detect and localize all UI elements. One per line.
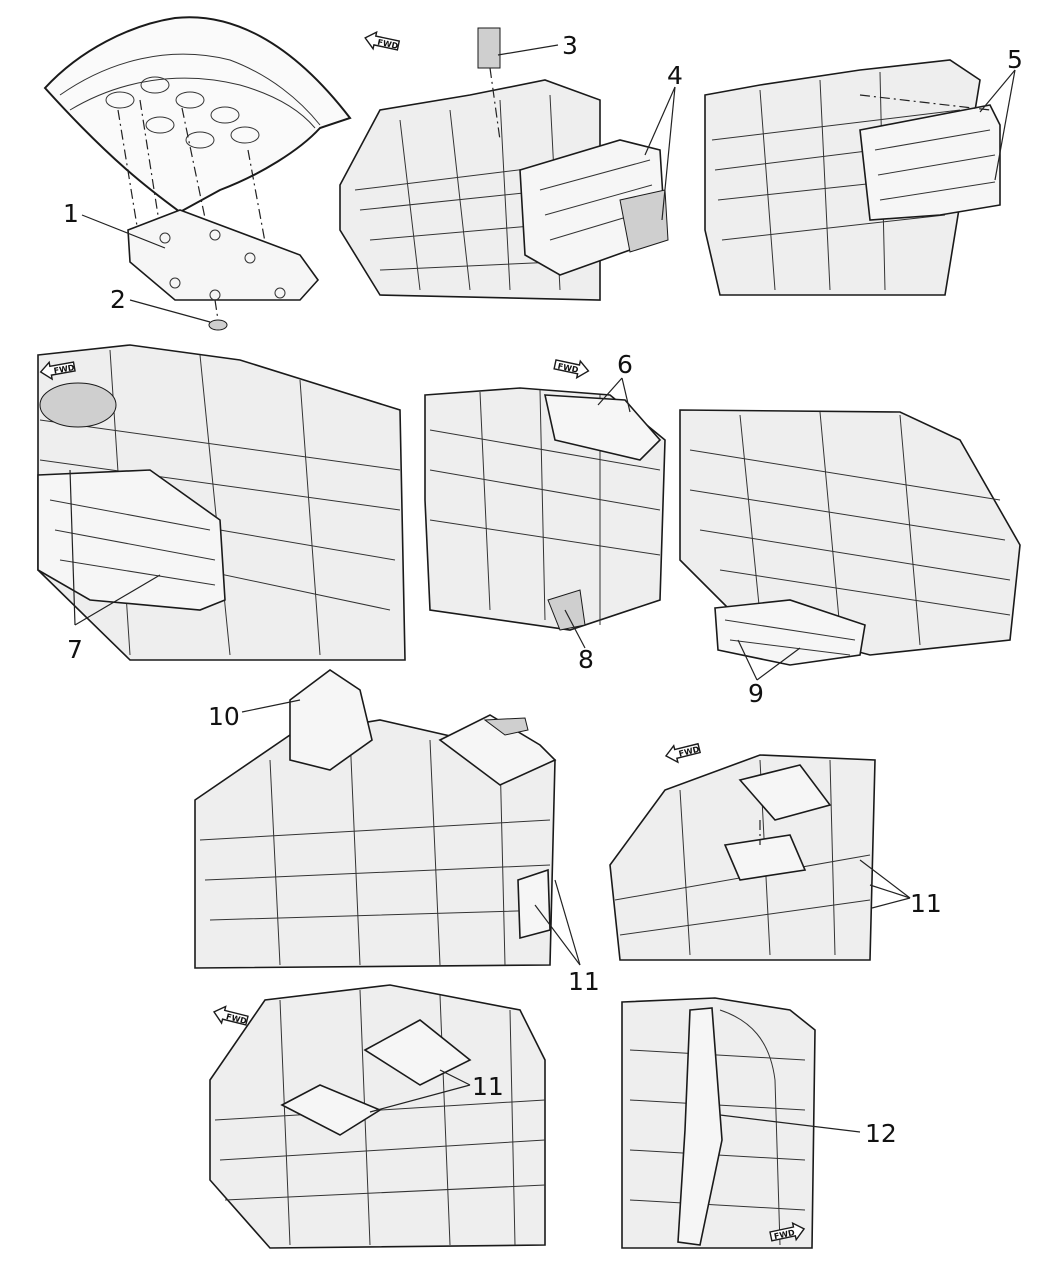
- callout-9: 9: [748, 679, 764, 708]
- floor-silencer-rear: [723, 834, 807, 881]
- silencer-lower: [547, 589, 586, 631]
- b-pillar-panel: [621, 997, 816, 1249]
- callout-3: 3: [562, 31, 578, 60]
- callout-6: 6: [617, 350, 633, 379]
- callout-2: 2: [110, 285, 126, 314]
- floor-pan-panel: [609, 754, 876, 961]
- callout-8: 8: [578, 645, 594, 674]
- fwd-arrow-4: FWD: [664, 742, 702, 764]
- callout-labels: 1 2 3 4 5 6 7 8 9 10 11 11 11 12: [63, 31, 1023, 1148]
- fwd-arrow-6: FWD: [769, 1221, 806, 1242]
- svg-text:FWD: FWD: [557, 362, 580, 375]
- rear-floor-panel: [194, 669, 557, 969]
- underbody-panel: [679, 409, 1021, 666]
- dash-panel-right: [704, 59, 1001, 296]
- b-pillar-silencer: [677, 1007, 723, 1246]
- callout-12: 12: [865, 1119, 897, 1148]
- floor-insulator: [714, 599, 866, 666]
- svg-text:FWD: FWD: [678, 745, 701, 759]
- fwd-arrow-1: FWD: [364, 30, 401, 51]
- rear-floor-silencer-b: [280, 1084, 382, 1136]
- callout-11-floor-pan: 11: [910, 889, 942, 918]
- dash-silencer-panel: [339, 27, 669, 301]
- callout-7: 7: [67, 635, 83, 664]
- callout-11-rear-compartment: 11: [472, 1072, 504, 1101]
- callout-10: 10: [208, 702, 240, 731]
- fwd-arrow-5: FWD: [212, 1005, 249, 1026]
- callout-1: 1: [63, 199, 79, 228]
- rear-shelf-silencer: [438, 714, 557, 786]
- floor-silencer-front: [738, 764, 832, 821]
- fwd-arrow-2: FWD: [39, 360, 76, 381]
- floor-tunnel-panel: [424, 387, 666, 631]
- svg-text:FWD: FWD: [377, 38, 400, 51]
- rear-floor-silencer-a: [363, 1019, 472, 1086]
- dash-insulator: [859, 104, 1001, 221]
- callout-11-rear-floor: 11: [568, 967, 600, 996]
- dash-insulator-lower: [37, 469, 226, 611]
- svg-text:FWD: FWD: [225, 1012, 248, 1026]
- engine-bay-panel: [37, 344, 406, 661]
- wheelhouse-silencer: [289, 669, 373, 771]
- sensor-module: [477, 27, 501, 69]
- svg-text:FWD: FWD: [53, 363, 76, 376]
- callout-4: 4: [667, 61, 683, 90]
- rear-compartment-panel: [209, 984, 546, 1249]
- hood-panel: [43, 16, 352, 331]
- fwd-arrow-3: FWD: [553, 359, 590, 380]
- callout-5: 5: [1007, 45, 1023, 74]
- hood-insulator: [127, 209, 320, 301]
- leader-lines: [69, 44, 1016, 1133]
- push-pin-retainer: [208, 319, 228, 331]
- svg-text:FWD: FWD: [773, 1228, 796, 1241]
- silencer-upper: [543, 394, 662, 461]
